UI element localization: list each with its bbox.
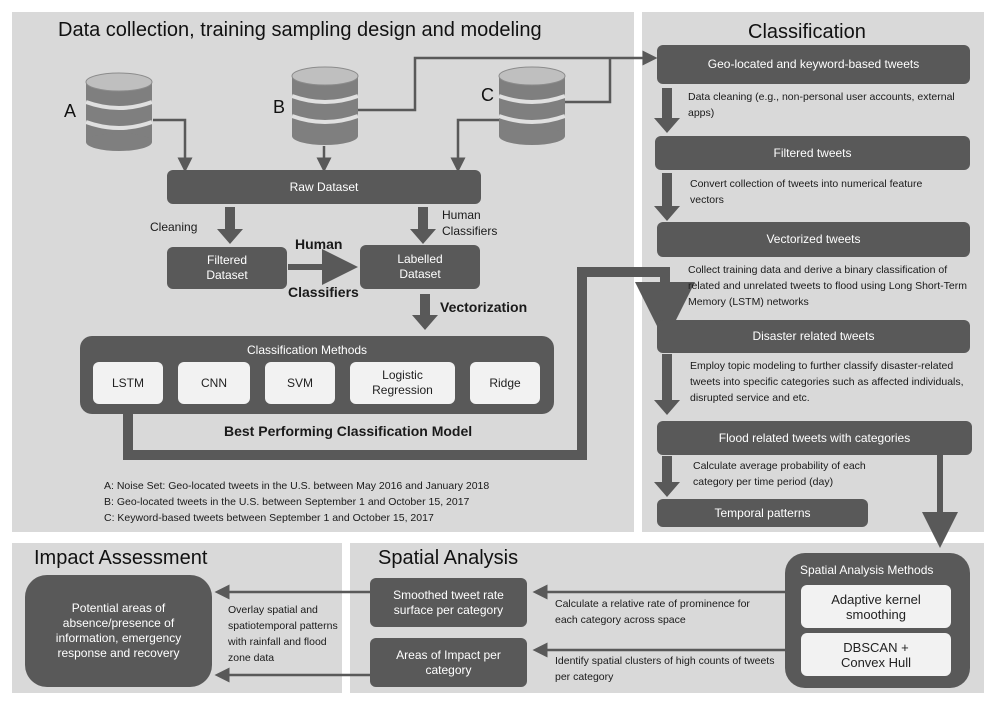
potential-areas-box: Potential areas of absence/presence of i… — [25, 575, 212, 687]
method-svm: SVM — [265, 362, 335, 404]
best-model-label: Best Performing Classification Model — [224, 423, 473, 439]
vectorized-tweets-box: Vectorized tweets — [657, 222, 970, 257]
classification-methods-title: Classification Methods — [247, 343, 368, 357]
flood-tweets-box: Flood related tweets with categories — [657, 421, 972, 455]
source-b-label: B — [273, 97, 286, 117]
arrow-disaster-to-flood — [654, 354, 680, 415]
raw-dataset-box: Raw Dataset — [167, 170, 481, 204]
step-average-probability: Calculate average probability of each ca… — [693, 460, 866, 488]
data-collection-title: Data collection, training sampling desig… — [58, 19, 542, 41]
human-classifiers-small-label: Human Classifiers — [442, 208, 498, 238]
impact-title: Impact Assessment — [34, 547, 208, 569]
cleaning-label: Cleaning — [150, 220, 198, 234]
source-c-label: C — [481, 85, 494, 105]
step-topic-modeling: Employ topic modeling to further classif… — [690, 360, 964, 404]
arrow-filtered-to-vectorized — [654, 173, 680, 221]
method-logistic-regression: Logistic Regression — [350, 362, 455, 404]
labelled-dataset-box: Labelled Dataset — [360, 245, 480, 289]
temporal-patterns-box: Temporal patterns — [657, 499, 868, 527]
classification-title: Classification — [748, 21, 866, 43]
method-adaptive-kernel: Adaptive kernel smoothing — [801, 585, 951, 628]
vectorization-label: Vectorization — [440, 299, 528, 315]
note-b: B: Geo-located tweets in the U.S. betwee… — [104, 496, 470, 508]
human-label: Human — [295, 236, 343, 252]
arrow-c-to-geo — [557, 58, 612, 104]
spatial-clusters-label: Identify spatial clusters of high counts… — [555, 655, 775, 683]
arrow-raw-to-filtered — [217, 207, 243, 244]
method-lstm: LSTM — [93, 362, 163, 404]
method-cnn: CNN — [178, 362, 250, 404]
arrow-flood-to-temporal — [654, 456, 680, 497]
database-c-icon — [498, 66, 566, 145]
relative-rate-label: Calculate a relative rate of prominence … — [555, 598, 750, 626]
arrow-vectorization — [412, 294, 438, 330]
arrow-raw-to-labelled — [410, 207, 436, 244]
smoothed-rate-box: Smoothed tweet rate surface per category — [370, 578, 527, 627]
step-data-cleaning: Data cleaning (e.g., non-personal user a… — [688, 91, 955, 119]
spatial-title: Spatial Analysis — [378, 547, 519, 569]
source-a-label: A — [64, 101, 77, 121]
note-c: C: Keyword-based tweets between Septembe… — [104, 512, 434, 524]
note-a: A: Noise Set: Geo-located tweets in the … — [104, 480, 490, 492]
geo-keyword-tweets-box: Geo-located and keyword-based tweets — [657, 45, 970, 84]
method-ridge: Ridge — [470, 362, 540, 404]
classifiers-label: Classifiers — [288, 284, 359, 300]
disaster-tweets-box: Disaster related tweets — [657, 320, 970, 353]
arrow-geo-to-filtered — [654, 88, 680, 133]
step-vectorize: Convert collection of tweets into numeri… — [690, 178, 923, 206]
database-a-icon — [85, 72, 153, 151]
overlay-label: Overlay spatial and spatiotemporal patte… — [228, 604, 338, 664]
arrow-a-to-raw — [153, 118, 193, 173]
areas-of-impact-box: Areas of Impact per category — [370, 638, 527, 687]
database-b-icon — [291, 66, 359, 145]
filtered-dataset-box: Filtered Dataset — [167, 247, 287, 289]
filtered-tweets-box: Filtered tweets — [655, 136, 970, 170]
spatial-methods-title: Spatial Analysis Methods — [800, 563, 934, 577]
step-binary-classification: Collect training data and derive a binar… — [688, 264, 968, 308]
method-dbscan: DBSCAN + Convex Hull — [801, 633, 951, 676]
arrow-c-to-raw — [450, 118, 500, 173]
arrow-b-to-geo — [357, 50, 658, 112]
arrow-best-model-to-disaster — [123, 267, 670, 460]
